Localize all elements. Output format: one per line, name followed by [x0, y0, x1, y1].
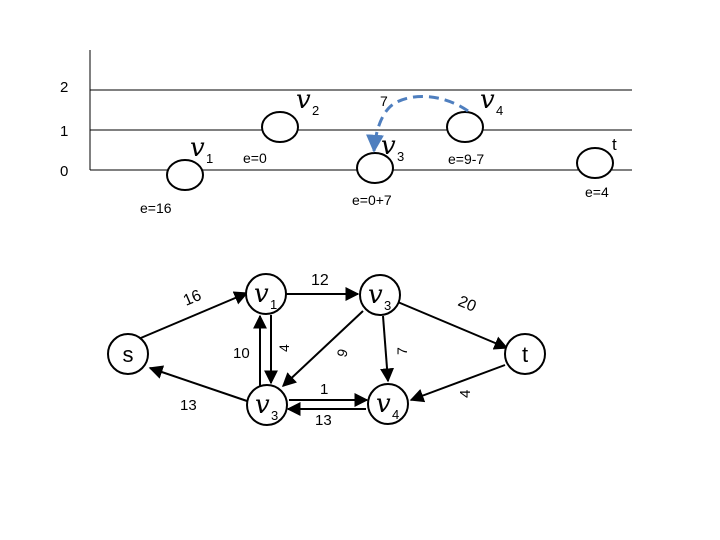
network-node-v3-bottom-sub: 3 [271, 408, 278, 423]
edge-v3b-s [148, 365, 248, 402]
network-edge-labels: 16 12 20 4 10 9 7 1 13 13 4 [180, 272, 479, 429]
network-edges [135, 287, 509, 416]
network-node-s-name: s [123, 342, 134, 367]
network-node-v1-name: v [254, 279, 269, 309]
top-node-v2-name: v [296, 85, 311, 115]
edge-label-v3-t: 20 [455, 293, 478, 316]
top-node-v4-excess: e=9-7 [448, 151, 484, 167]
edge-label-v3b-s: 13 [180, 397, 197, 414]
height-levels: 2 1 0 [60, 50, 632, 180]
top-node-v2-sub: 2 [312, 103, 319, 118]
network-node-v3-top-name: v [368, 280, 383, 310]
edge-s-v1 [135, 291, 249, 341]
top-node-v2-excess: e=0 [243, 150, 267, 166]
top-node-v4-sub: 4 [496, 103, 503, 118]
network-node-v3-top-sub: 3 [384, 298, 391, 313]
network-node-v1-sub: 1 [270, 297, 277, 312]
level-label-2: 2 [60, 79, 68, 96]
top-node-v1-excess: e=16 [140, 200, 172, 216]
edge-label-v3b-v1: 10 [233, 345, 250, 362]
top-node-v4-name: v [480, 85, 495, 115]
network-node-t-name: t [522, 342, 528, 367]
top-node-v1: v 1 e=16 [140, 133, 213, 216]
edge-label-v4-v3b: 13 [315, 412, 332, 429]
top-node-v1-name: v [190, 133, 205, 163]
level-label-1: 1 [60, 123, 68, 140]
top-node-v4: v 4 e=9-7 [446, 85, 503, 167]
edge-label-t-v4: 4 [457, 390, 474, 398]
network-node-v1: v 1 [245, 273, 287, 315]
push-arrow-label: 7 [380, 93, 388, 109]
top-node-v3: v 3 e=0+7 [352, 131, 404, 208]
top-node-v3-excess: e=0+7 [352, 192, 392, 208]
network-node-v3-bottom: v 3 [246, 384, 288, 426]
edge-v3-t [392, 299, 509, 350]
network-node-v4: v 4 [367, 383, 409, 425]
network-node-t: t [504, 333, 546, 375]
network-node-v4-name: v [376, 389, 391, 419]
edge-v3-v4 [380, 315, 395, 383]
top-node-v2: v 2 e=0 [243, 85, 319, 166]
edge-label-v3-v3b: 9 [333, 347, 351, 359]
network-node-s: s [107, 333, 149, 375]
edge-label-s-v1: 16 [181, 287, 204, 310]
top-node-v3-name: v [381, 131, 396, 161]
edge-label-v1-v3: 12 [311, 272, 329, 289]
edge-label-v3-v4: 7 [394, 347, 410, 355]
edge-v3-v3b [281, 310, 364, 387]
top-node-v3-sub: 3 [397, 149, 404, 164]
top-node-t-excess: e=4 [585, 184, 609, 200]
edge-label-v3b-v4: 1 [320, 381, 328, 398]
edge-t-v4 [409, 364, 506, 403]
network-node-v3-bottom-name: v [255, 390, 270, 420]
push-arrow: 7 [365, 93, 469, 153]
top-node-t-name: t [612, 135, 617, 154]
top-node-v1-sub: 1 [206, 151, 213, 166]
edge-label-v1-v3b: 4 [276, 344, 292, 352]
top-node-t: t e=4 [576, 135, 617, 200]
level-label-0: 0 [60, 163, 68, 180]
network-node-v3-top: v 3 [359, 274, 401, 316]
network-node-v4-sub: 4 [392, 407, 399, 422]
